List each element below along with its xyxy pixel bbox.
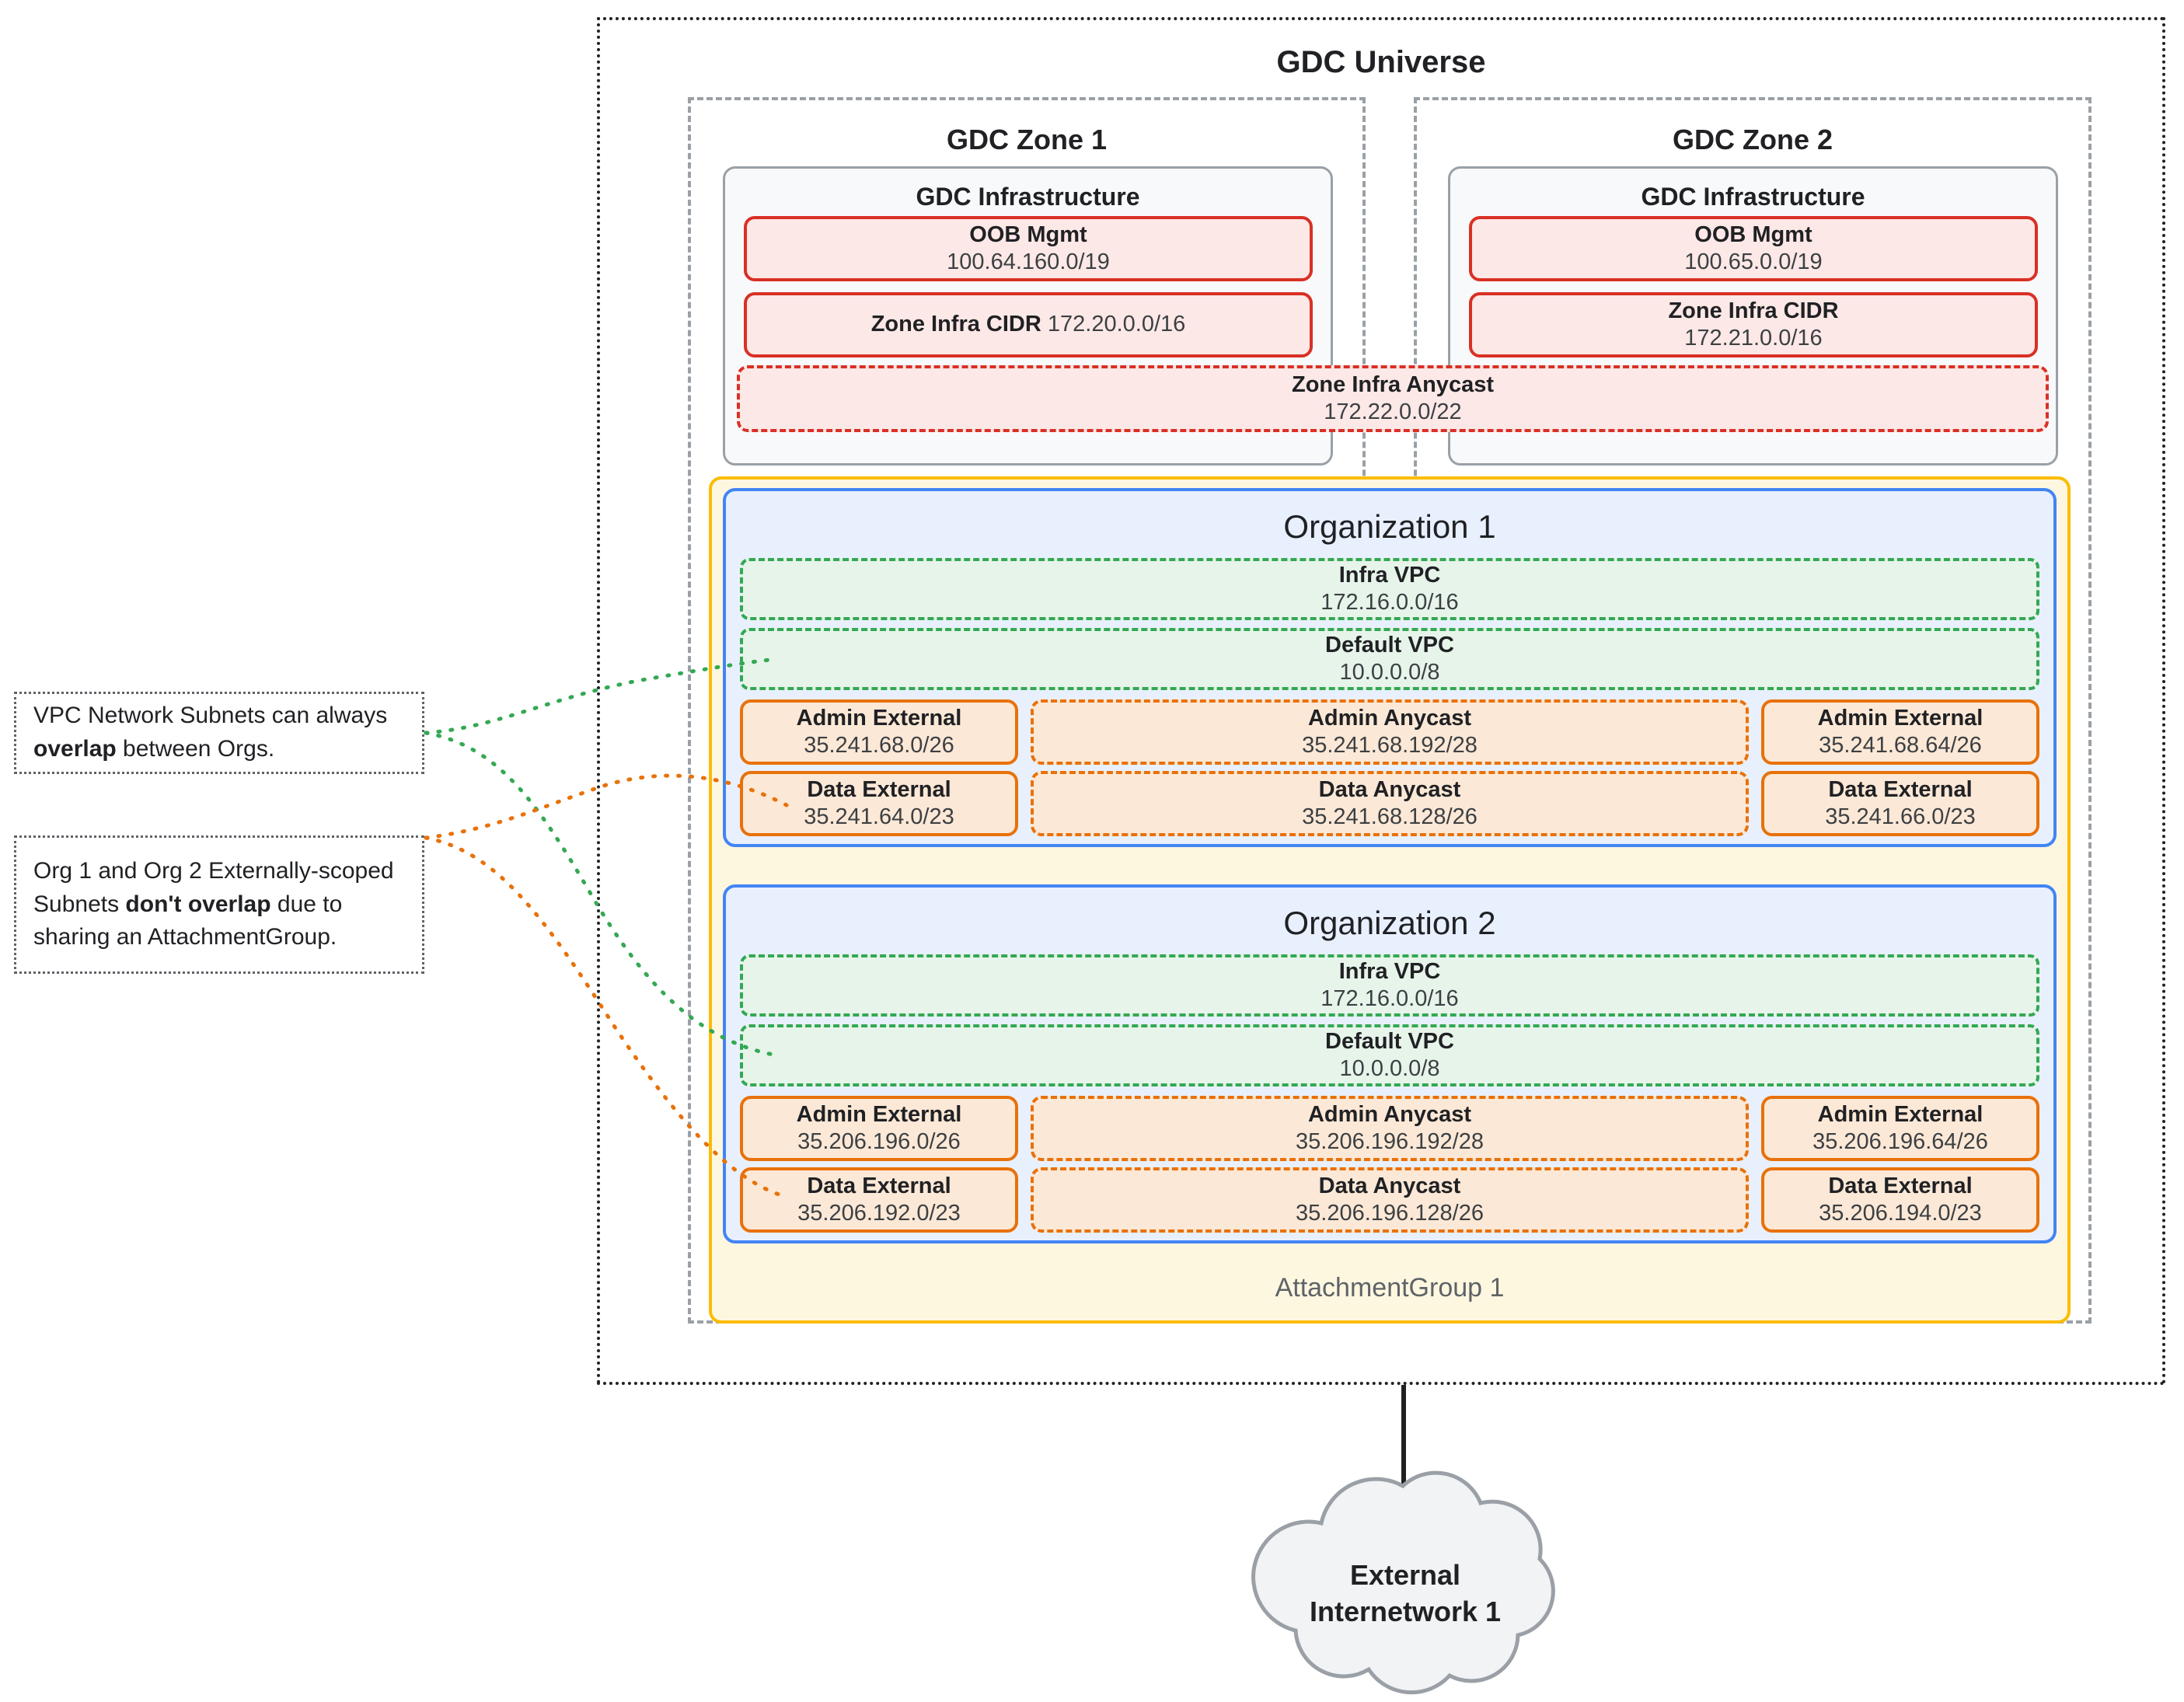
org-2-default-vpc-title: Default VPC — [1325, 1028, 1454, 1054]
org-2-data-external-zone-1: Data External 35.206.192.0/23 — [740, 1167, 1018, 1233]
org-2-admin-external-zone-1: Admin External 35.206.196.0/26 — [740, 1096, 1018, 1161]
zone-1-infrastructure-title: GDC Infrastructure — [916, 183, 1140, 211]
org-1-data-anycast: Data Anycast 35.241.68.128/26 — [1031, 771, 1749, 836]
org-2-data-external-zone-1-title: Data External — [807, 1173, 951, 1198]
org-1-data-external-zone-1: Data External 35.241.64.0/23 — [740, 771, 1018, 836]
external-internetwork-label-wrap: External Internetwork 1 — [1242, 1477, 1568, 1694]
zone-infra-anycast-card: Zone Infra Anycast 172.22.0.0/22 — [737, 365, 2049, 432]
external-scope-note-text: Org 1 and Org 2 Externally-scoped Subnet… — [33, 858, 394, 950]
org-1-admin-external-zone-1-cidr: 35.241.68.0/26 — [804, 733, 954, 758]
zone-1-oob-mgmt-title: OOB Mgmt — [969, 221, 1087, 247]
zone-infra-anycast-title: Zone Infra Anycast — [1292, 371, 1494, 397]
org-2-admin-anycast: Admin Anycast 35.206.196.192/28 — [1031, 1096, 1749, 1161]
vpc-overlap-note: VPC Network Subnets can always overlap b… — [14, 692, 424, 774]
org-2-infra-vpc-cidr: 172.16.0.0/16 — [1321, 986, 1459, 1011]
external-internetwork-label-line2: Internetwork 1 — [1309, 1595, 1502, 1627]
org-1-infra-vpc: Infra VPC 172.16.0.0/16 — [740, 558, 2039, 620]
zone-2-oob-mgmt-title: OOB Mgmt — [1694, 221, 1812, 247]
org-2-admin-external-zone-1-cidr: 35.206.196.0/26 — [797, 1129, 961, 1154]
org-1-default-vpc-title: Default VPC — [1325, 632, 1454, 657]
external-internetwork-label: External Internetwork 1 — [1242, 1557, 1568, 1631]
org-2-admin-anycast-title: Admin Anycast — [1307, 1101, 1472, 1127]
zone-2-zone-infra-cidr-label: Zone Infra CIDR — [1668, 298, 1839, 323]
zone-1-zone-infra-cidr-label: Zone Infra CIDR — [870, 312, 1041, 337]
org-1-data-external-zone-2: Data External 35.241.66.0/23 — [1761, 771, 2039, 836]
zone-2-zone-infra-cidr-card: Zone Infra CIDR 172.21.0.0/16 — [1469, 292, 2038, 357]
org-2-infra-vpc: Infra VPC 172.16.0.0/16 — [740, 954, 2039, 1017]
external-scope-note: Org 1 and Org 2 Externally-scoped Subnet… — [14, 835, 424, 974]
gdc-zone-2-title: GDC Zone 2 — [1672, 124, 1833, 155]
org-2-default-vpc-cidr: 10.0.0.0/8 — [1339, 1056, 1440, 1081]
zone-2-zone-infra-cidr-value: 172.21.0.0/16 — [1684, 326, 1823, 351]
org-1-admin-external-zone-2-title: Admin External — [1817, 705, 1983, 731]
org-1-default-vpc-cidr: 10.0.0.0/8 — [1339, 660, 1440, 685]
org-1-admin-anycast-cidr: 35.241.68.192/28 — [1302, 733, 1478, 758]
org-1-admin-external-zone-2-cidr: 35.241.68.64/26 — [1819, 733, 1982, 758]
org-1-data-external-zone-2-title: Data External — [1828, 776, 1973, 802]
org-1-data-anycast-cidr: 35.241.68.128/26 — [1302, 804, 1478, 829]
org-1-data-external-zone-2-cidr: 35.241.66.0/23 — [1825, 804, 1976, 829]
org-1-admin-anycast-title: Admin Anycast — [1307, 705, 1472, 731]
zone-1-zone-infra-cidr-card: Zone Infra CIDR 172.20.0.0/16 — [744, 292, 1313, 357]
org-1-default-vpc: Default VPC 10.0.0.0/8 — [740, 628, 2039, 690]
org-1-data-external-zone-1-title: Data External — [807, 776, 951, 802]
org-2-admin-external-zone-2-title: Admin External — [1817, 1101, 1983, 1127]
org-1-infra-vpc-title: Infra VPC — [1338, 562, 1441, 588]
zone-2-infrastructure-title: GDC Infrastructure — [1641, 183, 1865, 211]
vpc-overlap-note-text: VPC Network Subnets can always overlap b… — [33, 703, 388, 762]
organization-1-title: Organization 1 — [1283, 508, 1496, 545]
org-1-admin-external-zone-1: Admin External 35.241.68.0/26 — [740, 699, 1018, 765]
zone-infra-anycast-cidr: 172.22.0.0/22 — [1324, 399, 1462, 424]
attachment-group-label: AttachmentGroup 1 — [1275, 1273, 1505, 1303]
org-2-data-anycast: Data Anycast 35.206.196.128/26 — [1031, 1167, 1749, 1233]
zone-1-zone-infra-cidr-text: Zone Infra CIDR 172.20.0.0/16 — [871, 311, 1186, 338]
zone-1-zone-infra-cidr-value: 172.20.0.0/16 — [1047, 312, 1186, 337]
org-2-data-external-zone-2: Data External 35.206.194.0/23 — [1761, 1167, 2039, 1233]
zone-1-oob-mgmt-card: OOB Mgmt 100.64.160.0/19 — [744, 216, 1313, 281]
gdc-universe-title: GDC Universe — [1276, 45, 1486, 79]
org-2-admin-external-zone-1-title: Admin External — [796, 1101, 962, 1127]
zone-2-oob-mgmt-cidr: 100.65.0.0/19 — [1684, 249, 1823, 274]
org-2-default-vpc: Default VPC 10.0.0.0/8 — [740, 1024, 2039, 1086]
org-2-admin-external-zone-2-cidr: 35.206.196.64/26 — [1812, 1129, 1988, 1154]
org-2-admin-anycast-cidr: 35.206.196.192/28 — [1296, 1129, 1484, 1154]
zone-2-oob-mgmt-card: OOB Mgmt 100.65.0.0/19 — [1469, 216, 2038, 281]
org-2-infra-vpc-title: Infra VPC — [1338, 958, 1441, 984]
org-2-data-anycast-title: Data Anycast — [1318, 1173, 1461, 1198]
org-1-admin-anycast: Admin Anycast 35.241.68.192/28 — [1031, 699, 1749, 765]
organization-2-title: Organization 2 — [1283, 905, 1496, 941]
org-1-data-external-zone-1-cidr: 35.241.64.0/23 — [804, 804, 954, 829]
org-1-data-anycast-title: Data Anycast — [1318, 776, 1461, 802]
org-2-admin-external-zone-2: Admin External 35.206.196.64/26 — [1761, 1096, 2039, 1161]
org-2-data-external-zone-2-title: Data External — [1828, 1173, 1973, 1198]
org-1-infra-vpc-cidr: 172.16.0.0/16 — [1321, 590, 1459, 615]
org-2-data-external-zone-1-cidr: 35.206.192.0/23 — [797, 1201, 961, 1226]
org-1-admin-external-zone-2: Admin External 35.241.68.64/26 — [1761, 699, 2039, 765]
org-1-admin-external-zone-1-title: Admin External — [796, 705, 962, 731]
external-internetwork-label-line1: External — [1349, 1559, 1461, 1591]
gdc-zone-1-title: GDC Zone 1 — [946, 124, 1107, 155]
org-2-data-anycast-cidr: 35.206.196.128/26 — [1296, 1201, 1484, 1226]
org-2-data-external-zone-2-cidr: 35.206.194.0/23 — [1819, 1201, 1982, 1226]
zone-1-oob-mgmt-cidr: 100.64.160.0/19 — [947, 249, 1110, 274]
